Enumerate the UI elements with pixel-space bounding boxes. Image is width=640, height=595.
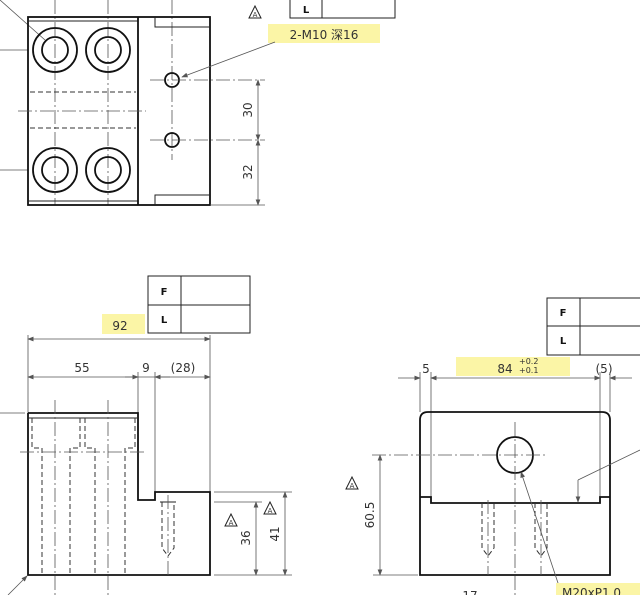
dim-9: 9	[142, 361, 150, 375]
front-view-outline	[27, 412, 211, 576]
dim-32: 32	[241, 164, 255, 179]
table-cell-f: F	[161, 287, 168, 298]
dim-36: 36	[239, 530, 253, 545]
table-cell-f: F	[560, 308, 567, 319]
leader-line	[0, 0, 46, 41]
dim-5: 5	[422, 362, 430, 376]
dim-84: 84	[497, 362, 512, 376]
tolerance-lower: +0.1	[519, 366, 538, 375]
dim-17: 17	[462, 589, 477, 595]
table-cell-l: L	[303, 5, 310, 16]
triangle-marker-icon: A	[345, 475, 359, 490]
dim-30: 30	[241, 102, 255, 117]
triangle-marker-icon: A	[248, 4, 262, 19]
hole-callout: 2-M10 深16	[290, 28, 359, 42]
top-view: 30 32 2-M10 深16 A L	[0, 0, 396, 206]
dim-55: 55	[74, 361, 89, 375]
table-cell-l: L	[560, 336, 567, 347]
title-table: F L	[546, 297, 640, 356]
thread-callout: M20xP1.0	[562, 586, 621, 595]
title-table: F L	[147, 275, 251, 334]
svg-text:A: A	[268, 507, 273, 515]
svg-text:A: A	[350, 482, 355, 490]
tapped-hole-section	[160, 495, 176, 575]
side-view: F L 84 +0.2 +0.1 5 (5) 60.5 A 17 M20xP1.…	[345, 297, 640, 595]
table-cell-l: L	[161, 315, 168, 326]
counterbore-holes	[32, 27, 131, 193]
svg-text:A: A	[229, 519, 234, 527]
svg-text:A: A	[253, 11, 258, 19]
tapped-hole-section	[481, 500, 548, 575]
tolerance-upper: +0.2	[519, 357, 538, 366]
triangle-marker-icon: A	[263, 500, 277, 515]
side-view-outline	[419, 411, 611, 576]
dim-41: 41	[268, 526, 282, 541]
dim-28: (28)	[171, 361, 196, 375]
front-view: F L 92 55 9 (28) 36 41 A A	[0, 275, 292, 595]
dim-60-5: 60.5	[363, 502, 377, 529]
dim-92: 92	[112, 319, 127, 333]
triangle-marker-icon: A	[224, 512, 238, 527]
